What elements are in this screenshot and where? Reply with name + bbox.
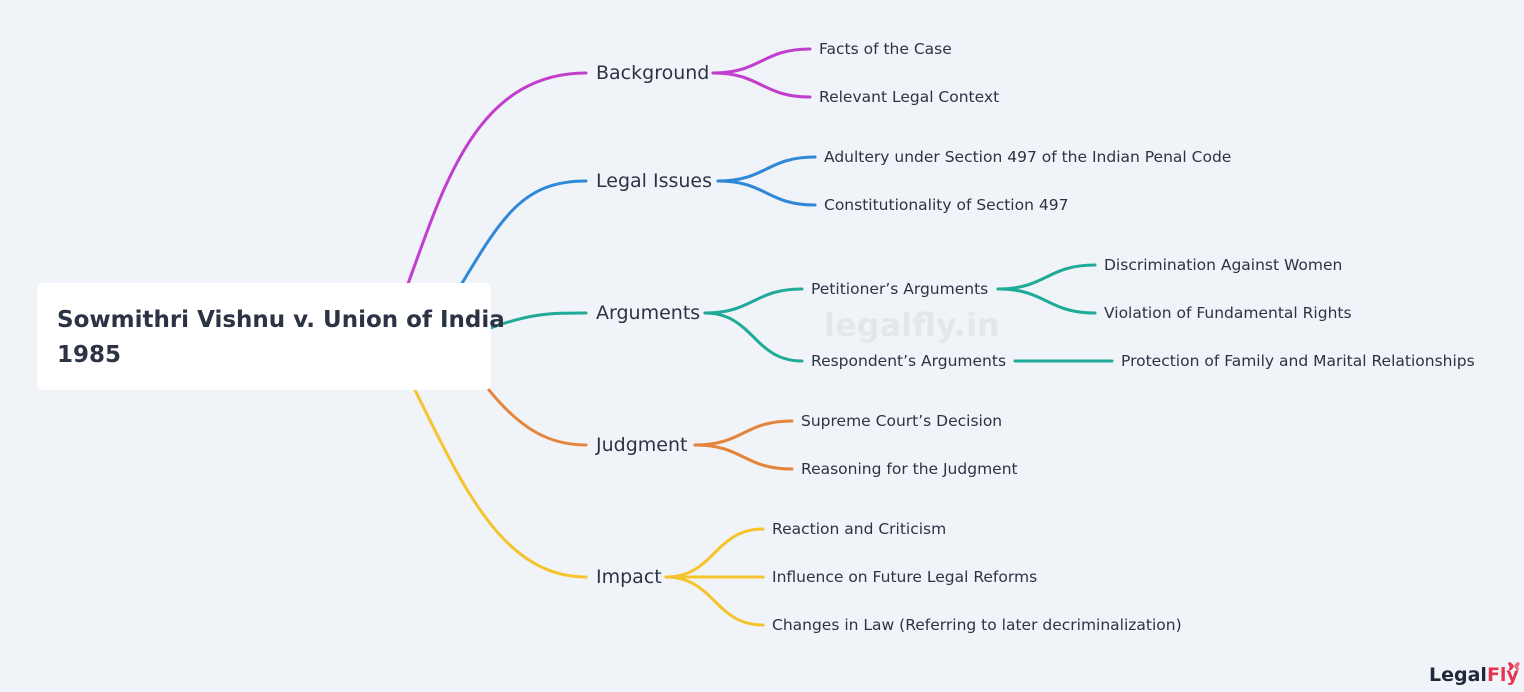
branch-legal-issues[interactable]: Legal Issues	[596, 170, 712, 192]
branch-impact[interactable]: Impact	[596, 566, 662, 588]
node-petitioners-arguments[interactable]: Petitioner’s Arguments	[811, 280, 989, 298]
branch-arguments[interactable]: Arguments	[596, 302, 701, 324]
root-title-line1: Sowmithri Vishnu v. Union of India	[57, 307, 505, 333]
brand-legal: Legal	[1429, 664, 1487, 686]
edge-impact-changes	[664, 575, 765, 627]
butterfly-icon	[1508, 662, 1520, 671]
leaf-discrimination-against-women[interactable]: Discrimination Against Women	[1104, 256, 1343, 274]
edge-root-legal-issues	[450, 179, 588, 302]
edge-arguments-respondent	[703, 311, 804, 363]
leaf-changes-in-law[interactable]: Changes in Law (Referring to later decri…	[772, 616, 1182, 634]
edge-background-facts	[711, 47, 812, 75]
edge-background-context	[711, 71, 812, 99]
edge-petitioner-discrimination	[996, 263, 1097, 291]
edge-root-background	[400, 71, 588, 302]
edge-judgment-reasoning	[693, 443, 794, 471]
leaf-facts-of-the-case[interactable]: Facts of the Case	[819, 40, 952, 58]
leaf-relevant-legal-context[interactable]: Relevant Legal Context	[819, 88, 1000, 106]
edge-root-judgment	[483, 383, 588, 447]
edge-root-impact	[408, 378, 588, 579]
leaf-supreme-court-decision[interactable]: Supreme Court’s Decision	[801, 412, 1003, 430]
leaf-protection-of-family[interactable]: Protection of Family and Marital Relatio…	[1121, 352, 1475, 370]
branch-background[interactable]: Background	[596, 62, 710, 84]
edge-root-arguments	[483, 311, 588, 332]
leaf-constitutionality-section-497[interactable]: Constitutionality of Section 497	[824, 196, 1069, 214]
leaf-adultery-section-497[interactable]: Adultery under Section 497 of the Indian…	[824, 148, 1232, 166]
watermark: legalfly.in	[824, 306, 1000, 344]
edge-arguments-petitioner	[703, 287, 804, 315]
edge-legal-issues-adultery	[716, 155, 817, 183]
edge-legal-issues-constitutionality	[716, 179, 817, 207]
leaf-reasoning-for-judgment[interactable]: Reasoning for the Judgment	[801, 460, 1018, 478]
edge-judgment-decision	[693, 419, 794, 447]
root-node[interactable]: Sowmithri Vishnu v. Union of India 1985	[37, 283, 505, 390]
leaf-reaction-and-criticism[interactable]: Reaction and Criticism	[772, 520, 947, 538]
leaf-influence-on-future-reforms[interactable]: Influence on Future Legal Reforms	[772, 568, 1038, 586]
edge-impact-reaction	[664, 527, 765, 579]
root-title-line2: 1985	[57, 342, 122, 368]
leaf-violation-of-fundamental-rights[interactable]: Violation of Fundamental Rights	[1104, 304, 1352, 322]
edge-petitioner-violation	[996, 287, 1097, 315]
node-respondents-arguments[interactable]: Respondent’s Arguments	[811, 352, 1007, 370]
branch-judgment[interactable]: Judgment	[596, 434, 688, 456]
